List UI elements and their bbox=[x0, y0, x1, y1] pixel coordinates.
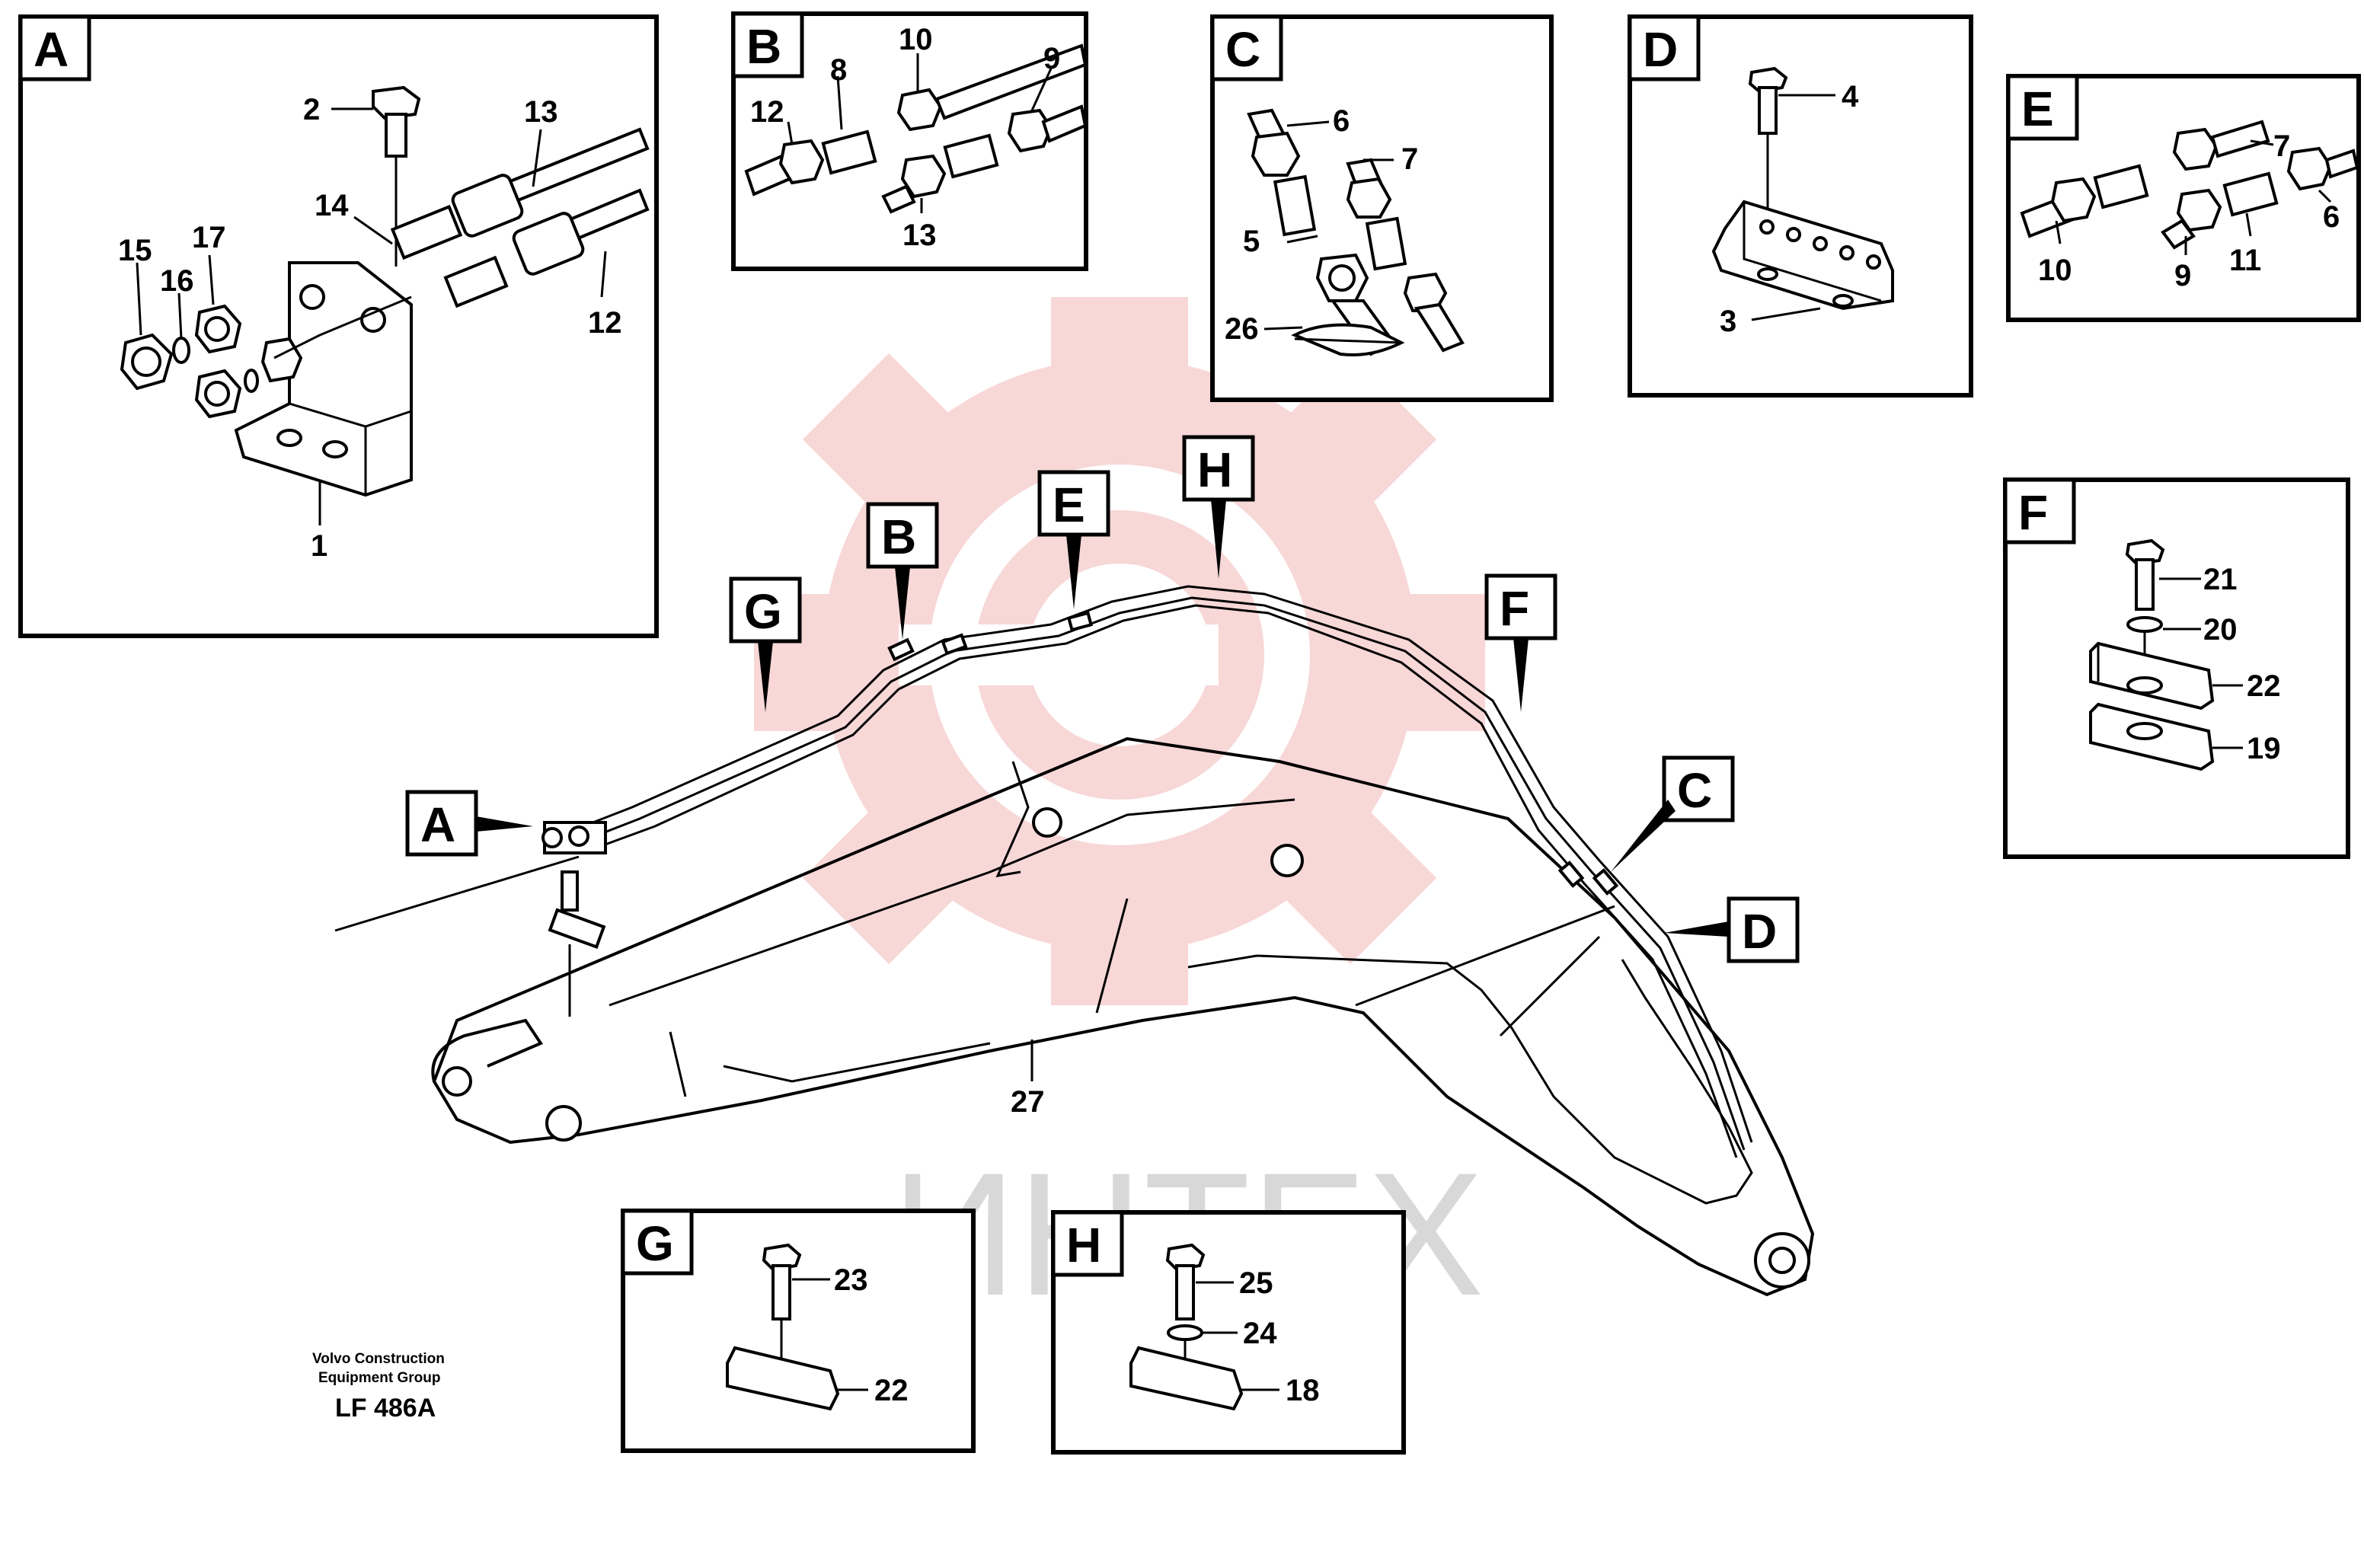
part-number-label: 12 bbox=[588, 306, 622, 340]
part-number-label: 15 bbox=[118, 234, 152, 267]
part-number-label: 16 bbox=[160, 264, 194, 298]
part-number-label: 1 bbox=[311, 529, 327, 563]
part-number-label: 9 bbox=[1043, 42, 1060, 75]
callout-D[interactable]: D bbox=[1664, 896, 1800, 963]
callout-letter: F bbox=[1500, 581, 1529, 636]
panel-F-tag: F bbox=[2018, 485, 2048, 540]
part-number-label: 19 bbox=[2247, 732, 2281, 765]
part-number-label: 22 bbox=[874, 1374, 909, 1407]
part-number-label: 17 bbox=[192, 221, 226, 254]
callout-B[interactable]: B bbox=[866, 502, 939, 640]
panel-D-tag: D bbox=[1643, 22, 1678, 77]
detail-panel-G: G 23 22 bbox=[621, 1209, 976, 1453]
part-number-label: 4 bbox=[1842, 80, 1859, 113]
callout-letter: E bbox=[1053, 477, 1085, 532]
panel-G-tag: G bbox=[636, 1216, 674, 1271]
callout-H[interactable]: H bbox=[1182, 435, 1255, 579]
part-number-label: 10 bbox=[2038, 254, 2072, 287]
detail-panel-D: D 4 3 bbox=[1628, 14, 1973, 398]
part-number-label: 6 bbox=[2323, 200, 2340, 234]
detail-panel-F: F 21 20 22 19 bbox=[2003, 477, 2350, 859]
detail-panel-H: H 25 24 18 bbox=[1051, 1210, 1406, 1455]
part-number-label: 6 bbox=[1333, 104, 1350, 138]
part-number-label: 18 bbox=[1286, 1374, 1320, 1407]
part-number-label: 25 bbox=[1239, 1266, 1273, 1300]
part-number-label: 24 bbox=[1243, 1317, 1277, 1350]
callout-letter: A bbox=[420, 797, 455, 852]
part-number-label: 12 bbox=[750, 95, 784, 129]
callout-letter: G bbox=[744, 584, 782, 639]
part-number-label: 22 bbox=[2247, 669, 2281, 703]
part-number-label: 2 bbox=[303, 93, 320, 126]
part-number-label: 7 bbox=[2273, 129, 2290, 163]
callout-F[interactable]: F bbox=[1484, 573, 1557, 712]
part-number-label: 11 bbox=[2229, 244, 2261, 277]
callout-letter: C bbox=[1677, 763, 1712, 818]
part-number-label: 21 bbox=[2203, 563, 2238, 596]
panel-E-tag: E bbox=[2021, 81, 2054, 136]
callout-letter: H bbox=[1197, 442, 1232, 497]
detail-panel-A: A bbox=[18, 14, 659, 638]
callout-C[interactable]: C bbox=[1611, 755, 1735, 872]
part-number-label: 3 bbox=[1720, 305, 1736, 338]
boom-assembly: 27 bbox=[334, 585, 1815, 1297]
panel-A-tag: A bbox=[34, 22, 69, 77]
callout-letter: D bbox=[1742, 904, 1777, 959]
caption-drawing-code: LF 486A bbox=[335, 1394, 436, 1423]
part-number-label: 8 bbox=[830, 53, 847, 87]
detail-panel-C: C 6 7 5 26 bbox=[1210, 14, 1554, 402]
part-number-label: 7 bbox=[1401, 142, 1418, 176]
drawing-caption: Volvo Construction Equipment Group LF 48… bbox=[312, 1351, 445, 1423]
part-number-label: 5 bbox=[1243, 225, 1260, 258]
panel-C-tag: C bbox=[1225, 22, 1260, 77]
part-number-label: 26 bbox=[1225, 312, 1259, 346]
part-number-label: 14 bbox=[315, 189, 349, 222]
callout-E[interactable]: E bbox=[1037, 470, 1110, 609]
caption-company-line1: Volvo Construction bbox=[312, 1351, 445, 1367]
callout-G[interactable]: G bbox=[729, 576, 802, 712]
part-number-label: 9 bbox=[2174, 259, 2191, 292]
detail-panel-B: B 10 8 9 12 13 bbox=[731, 11, 1088, 271]
part-number-label: 23 bbox=[834, 1263, 868, 1297]
part-number-label: 20 bbox=[2203, 613, 2238, 647]
boom-label: 27 bbox=[1011, 1085, 1045, 1119]
callout-A[interactable]: A bbox=[405, 790, 533, 857]
detail-panel-E: E 7 6 10 9 11 bbox=[2006, 74, 2361, 322]
panel-B-tag: B bbox=[746, 19, 781, 74]
callout-letter: B bbox=[881, 509, 916, 564]
part-number-label: 10 bbox=[899, 23, 933, 56]
part-number-label: 13 bbox=[902, 219, 937, 252]
caption-company-line2: Equipment Group bbox=[318, 1370, 440, 1386]
panel-H-tag: H bbox=[1066, 1218, 1101, 1273]
watermark-gear-logo bbox=[754, 297, 1485, 1005]
part-number-label: 13 bbox=[524, 95, 558, 129]
